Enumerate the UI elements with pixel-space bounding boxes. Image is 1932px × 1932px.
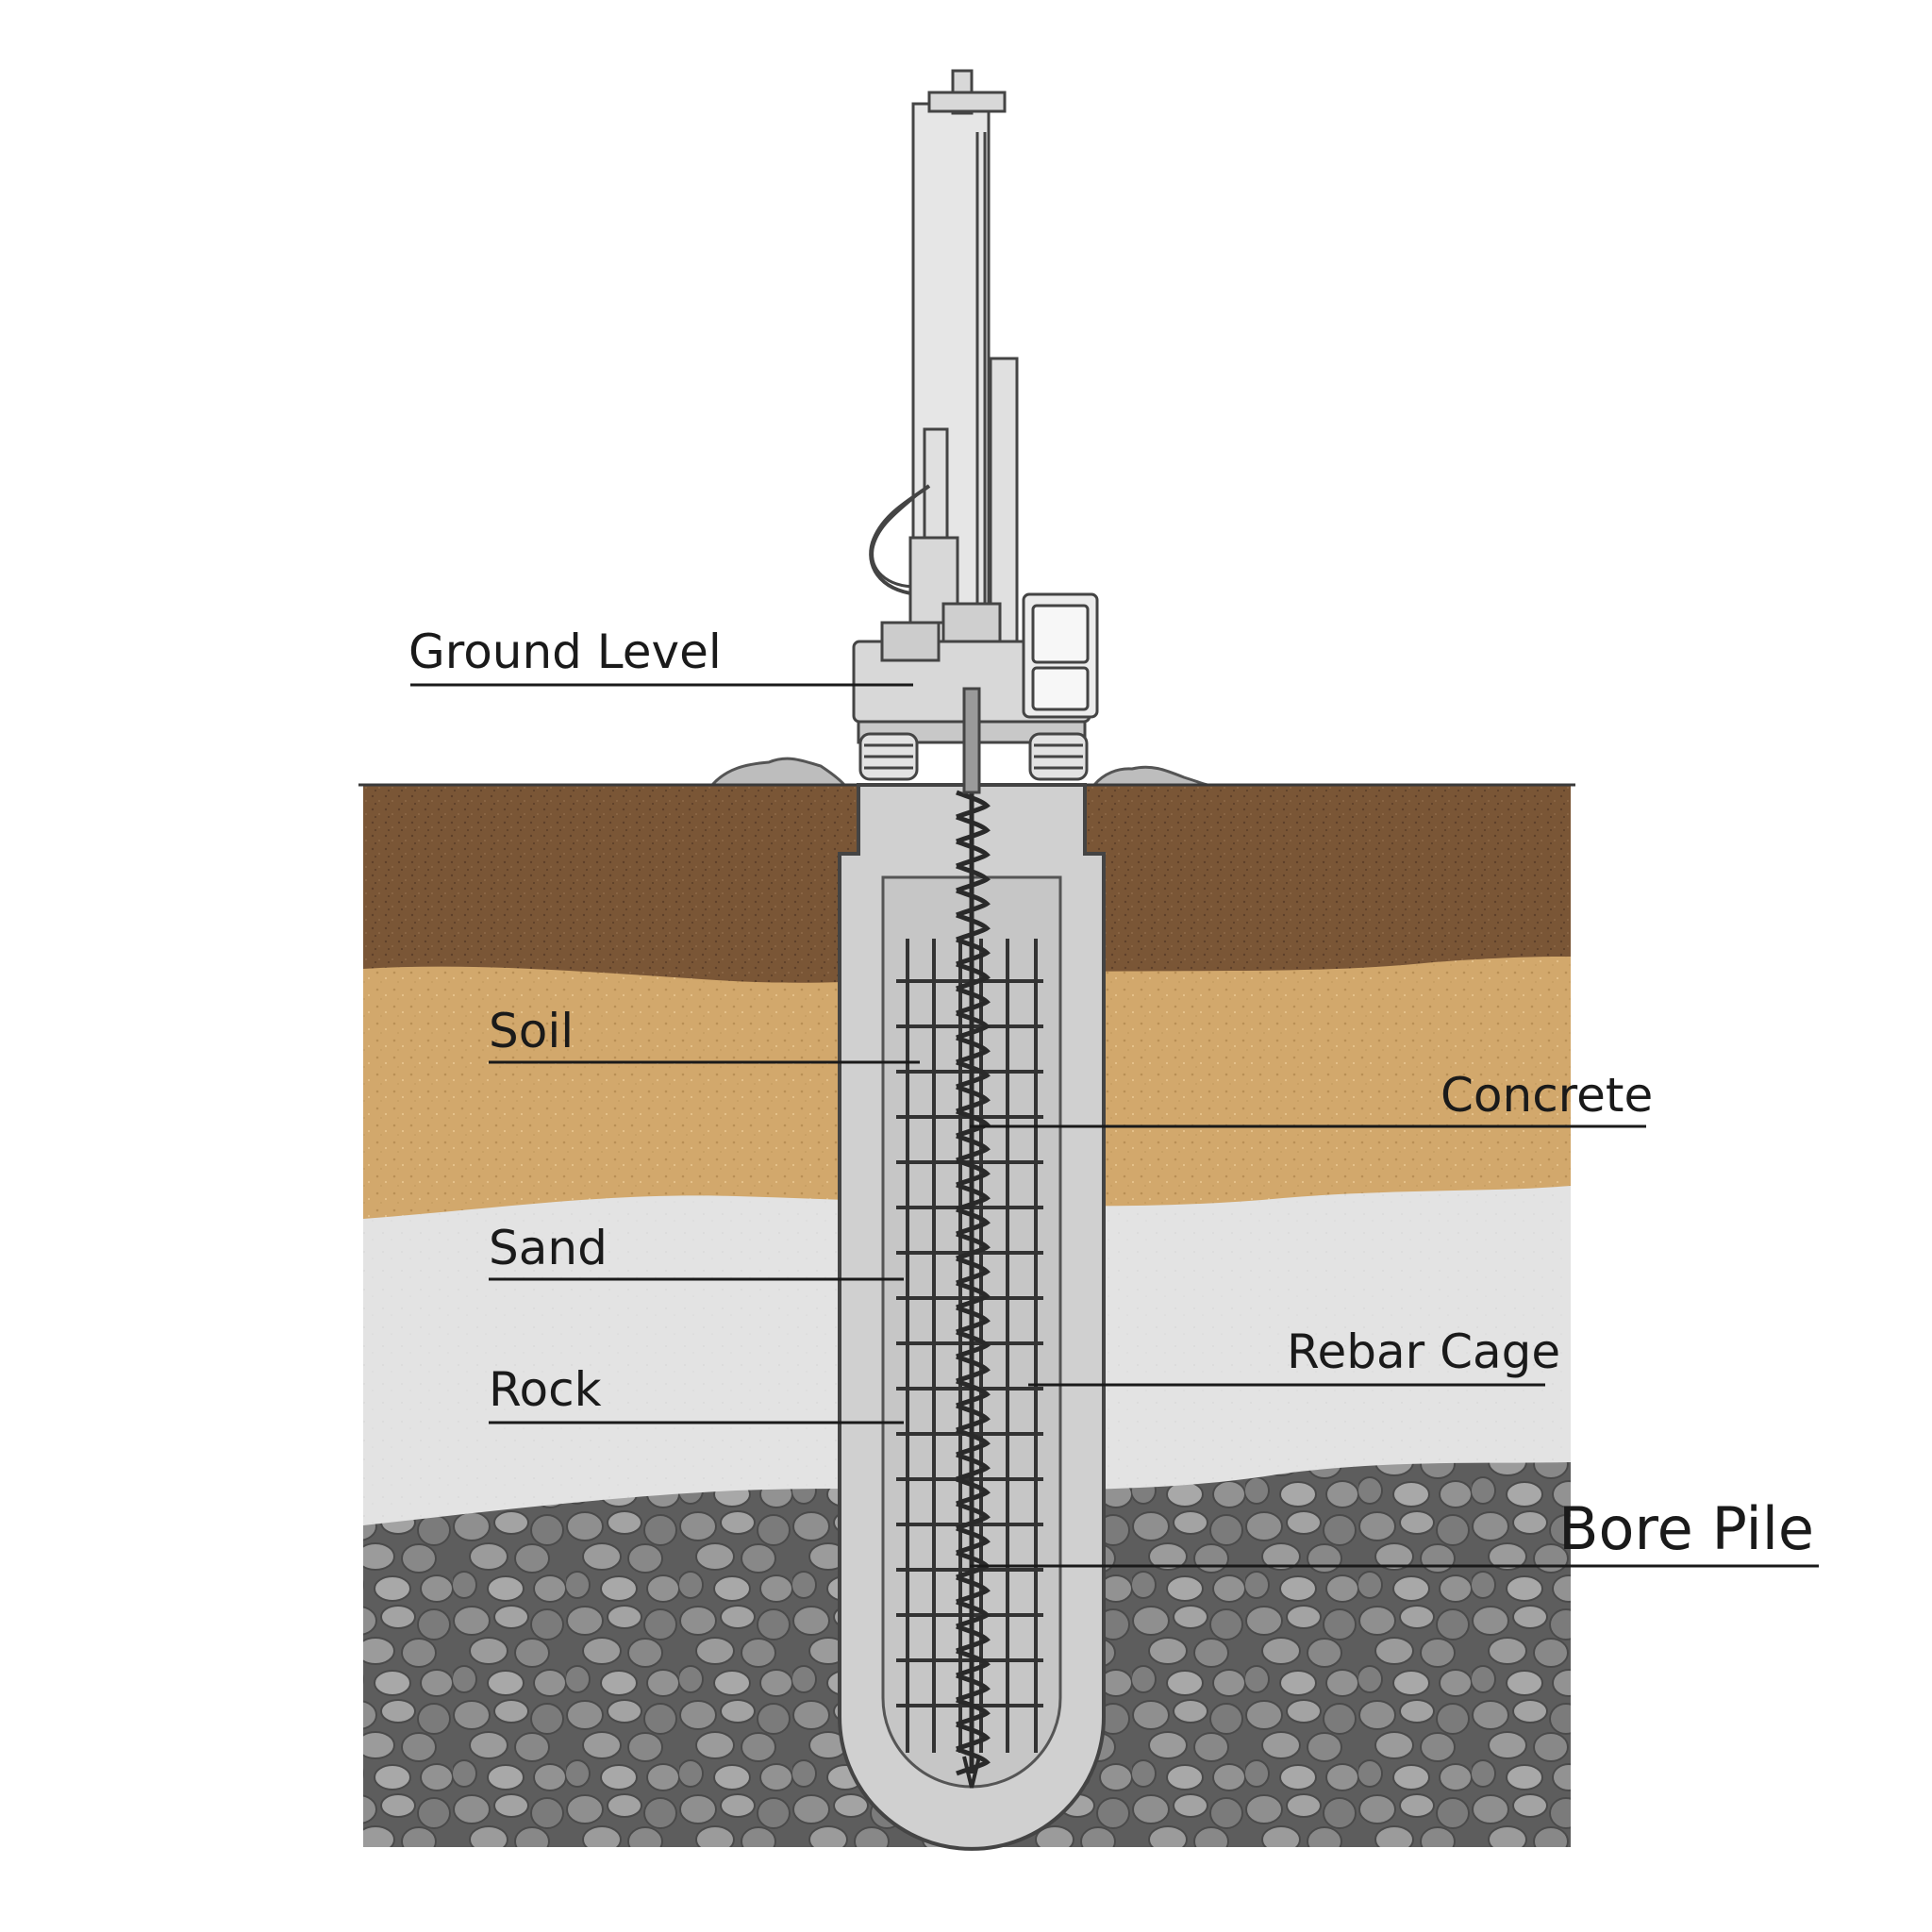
label-concrete: Concrete — [1441, 1068, 1654, 1123]
leader-lines — [410, 683, 1819, 1568]
rig-cab-window — [1031, 666, 1090, 711]
label-soil: Soil — [489, 1004, 575, 1058]
label-bore-pile: Bore Pile — [1558, 1494, 1815, 1563]
rig-kelly-bar — [962, 687, 981, 794]
auger — [956, 783, 991, 1789]
label-sand: Sand — [489, 1221, 608, 1275]
spoil-mound-right — [1091, 765, 1208, 787]
rig-engine-housing — [880, 621, 941, 662]
drilling-rig — [852, 69, 1099, 794]
rig-cab-window — [1031, 604, 1090, 664]
rig-side-arm — [989, 357, 1019, 643]
label-rock: Rock — [489, 1362, 602, 1417]
rig-hose — [871, 489, 924, 589]
label-ground-level: Ground Level — [408, 625, 722, 679]
auger-tip — [962, 1756, 981, 1789]
rig-mast-head — [927, 91, 1007, 113]
spoil-mound-left — [708, 757, 848, 787]
label-rebar-cage: Rebar Cage — [1287, 1324, 1561, 1379]
